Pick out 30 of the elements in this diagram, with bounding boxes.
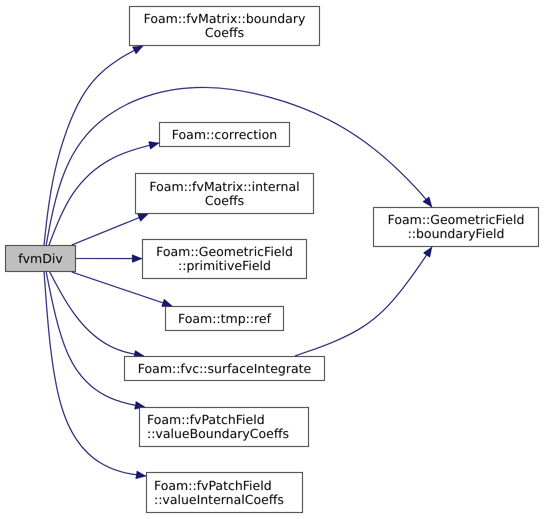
arrow bbox=[46, 86, 432, 246]
arrow bbox=[49, 272, 144, 358]
function-box bbox=[165, 306, 284, 331]
function-name: fvmDiv bbox=[18, 252, 63, 266]
function-name: Foam::fvc::surfaceIntegrate bbox=[138, 362, 312, 376]
function-name: Foam::fvMatrix::internal Coeffs bbox=[148, 180, 301, 208]
function-name: Foam::fvMatrix::boundary Coeffs bbox=[142, 12, 306, 40]
function-box bbox=[146, 472, 303, 513]
arrow bbox=[294, 246, 432, 357]
function-box bbox=[142, 239, 307, 279]
function-box bbox=[135, 173, 314, 214]
function-box bbox=[129, 6, 320, 46]
function-box bbox=[139, 407, 309, 447]
function-name: Foam::correction bbox=[172, 128, 278, 142]
function-box bbox=[159, 122, 290, 147]
arrow bbox=[72, 214, 148, 246]
arrow bbox=[48, 141, 160, 246]
function-name: Foam::tmp::ref bbox=[178, 312, 272, 326]
focus-function-box bbox=[5, 245, 76, 272]
function-name: Foam::GeometricField ::primitiveField bbox=[155, 245, 294, 273]
function-name: Foam::fvPatchField ::valueBoundaryCoeffs bbox=[147, 413, 290, 441]
arrow bbox=[44, 46, 144, 246]
arrow bbox=[72, 271, 172, 307]
function-box bbox=[124, 356, 325, 381]
arrow bbox=[44, 272, 146, 479]
function-box bbox=[373, 207, 539, 247]
arrow bbox=[46, 272, 146, 410]
function-name: Foam::fvPatchField ::valueInternalCoeffs bbox=[154, 478, 285, 506]
function-name: Foam::GeometricField ::boundaryField bbox=[386, 213, 526, 241]
arrow bbox=[76, 254, 142, 263]
